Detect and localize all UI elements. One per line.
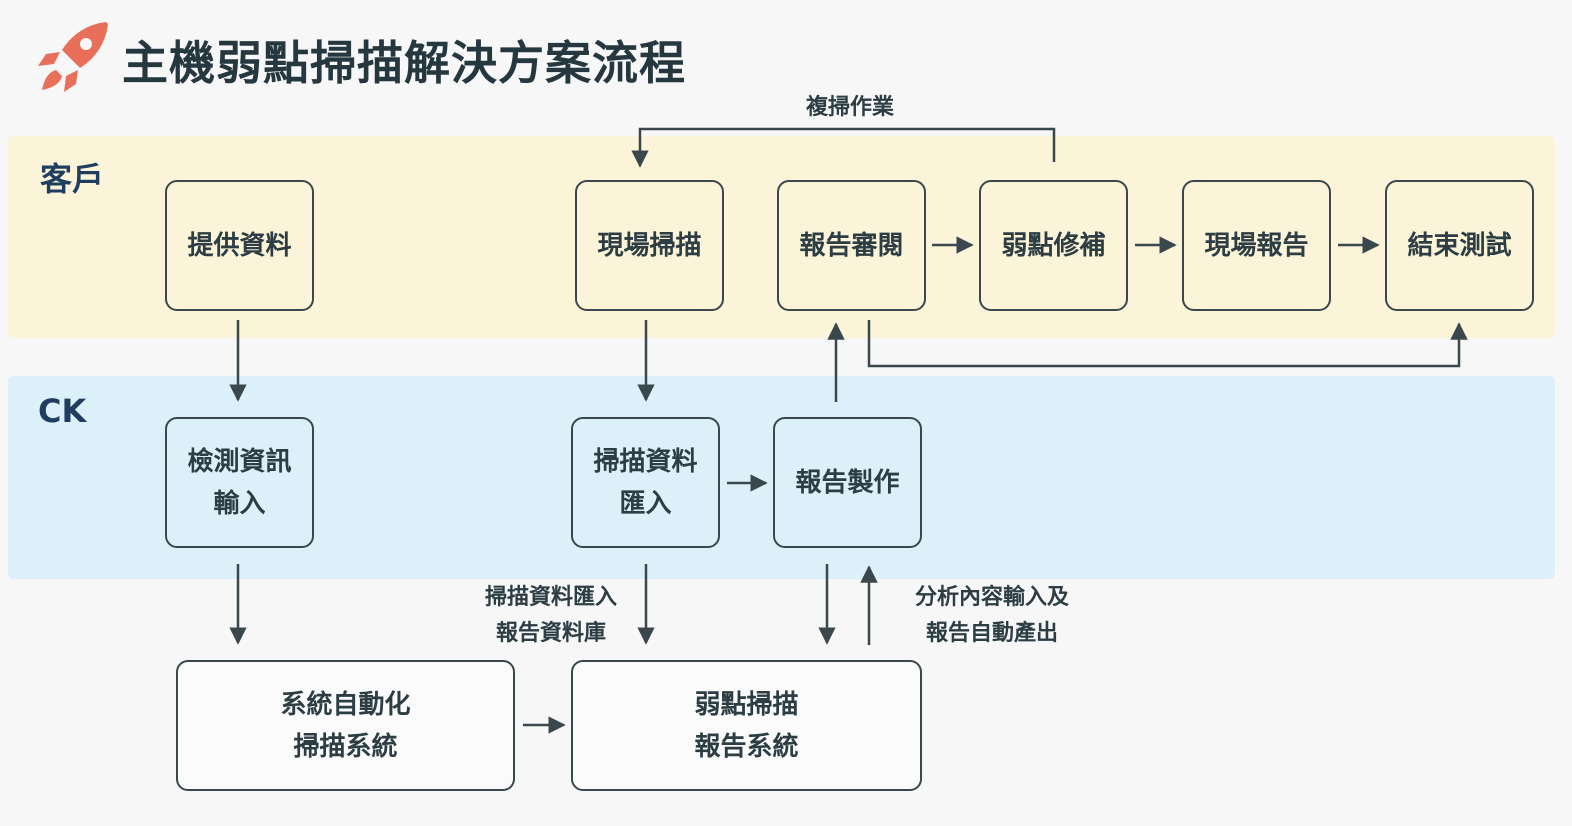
- report-make-box: 報告製作: [773, 417, 922, 548]
- rocket-icon: [38, 22, 108, 92]
- ck-lane-label: CK: [38, 392, 87, 430]
- vuln-report-system-box: 弱點掃描 報告系統: [571, 660, 922, 791]
- onsite-scan-box: 現場掃描: [575, 180, 724, 311]
- detect-input-box: 檢測資訊 輸入: [165, 417, 314, 548]
- provide-data-box: 提供資料: [165, 180, 314, 311]
- scan-import-box: 掃描資料 匯入: [571, 417, 720, 548]
- vuln-fix-box: 弱點修補: [979, 180, 1128, 311]
- analysis-note: 分析內容輸入及 報告自動產出: [914, 585, 1069, 646]
- client-lane-label: 客戶: [40, 160, 105, 198]
- report-review-box: 報告審閱: [777, 180, 926, 311]
- end-test-box: 結束測試: [1385, 180, 1534, 311]
- page-title: 主機弱點掃描解決方案流程: [122, 36, 686, 90]
- auto-scan-system-box: 系統自動化 掃描系統: [176, 660, 515, 791]
- import-db-note: 掃描資料匯入 報告資料庫: [484, 585, 617, 646]
- onsite-report-box: 現場報告: [1182, 180, 1331, 311]
- rescan-note: 複掃作業: [805, 95, 894, 120]
